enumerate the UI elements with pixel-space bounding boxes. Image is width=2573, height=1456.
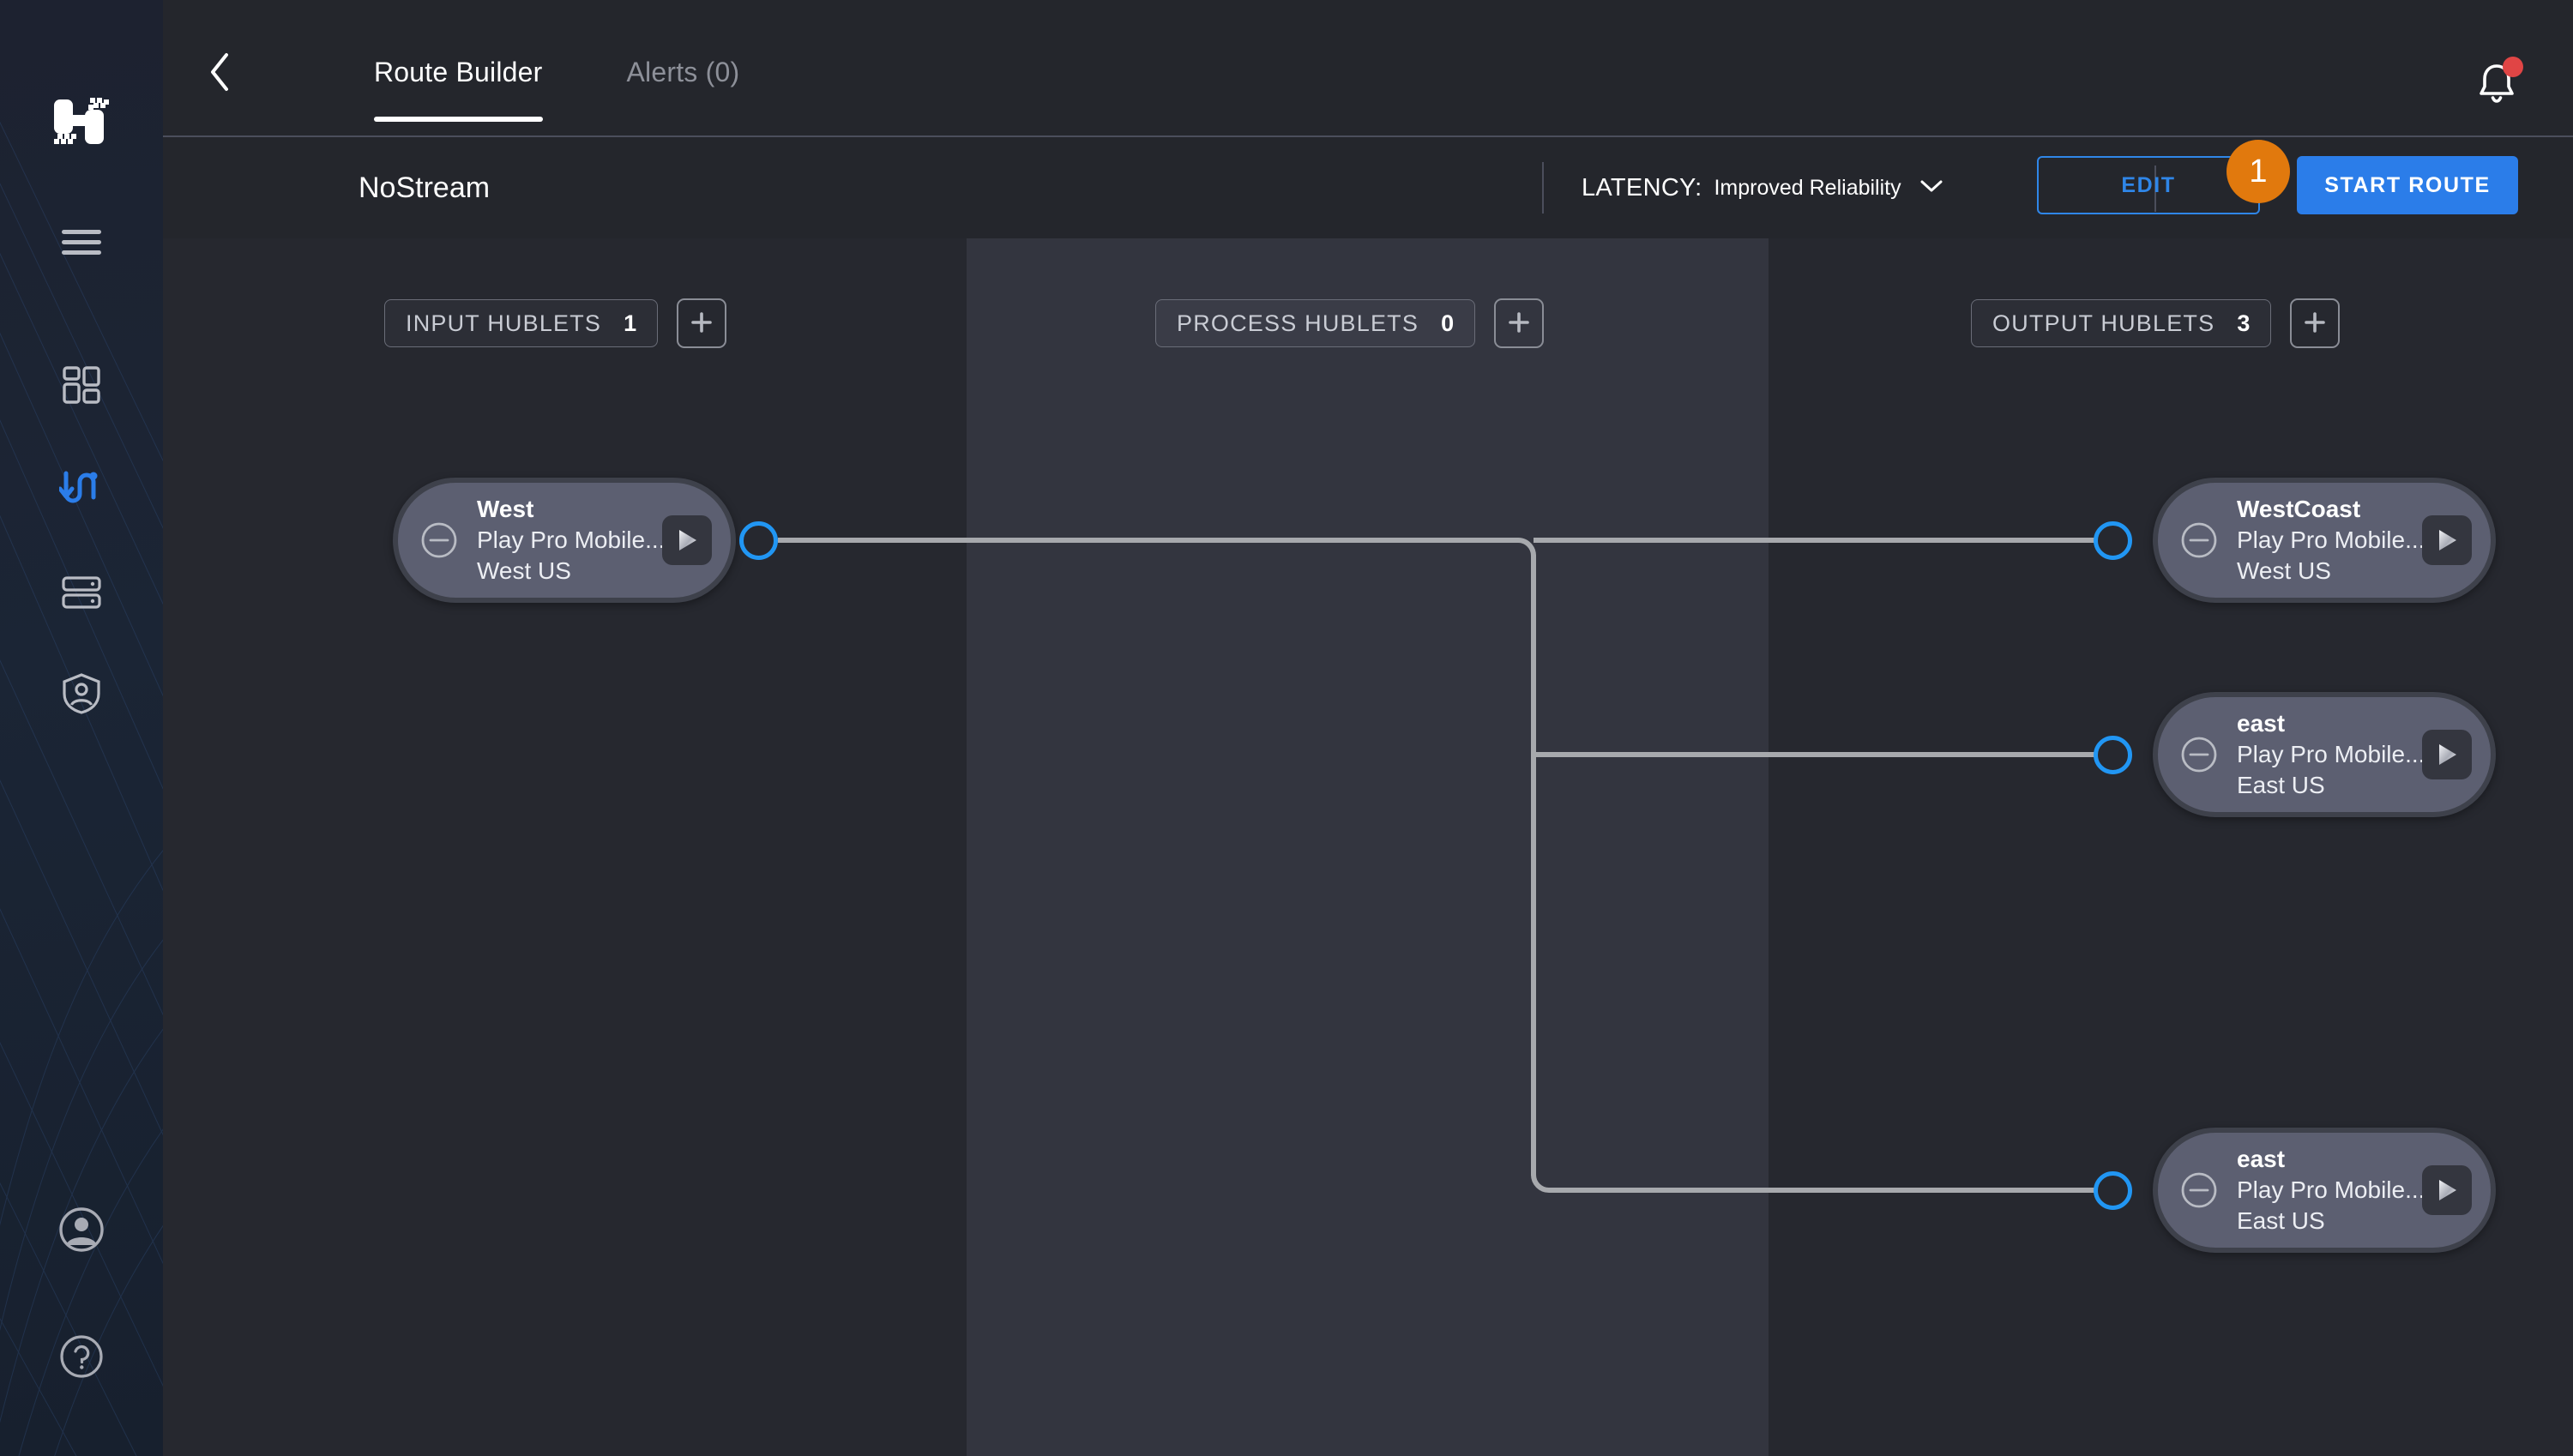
node-text-block: east Play Pro Mobile... East US bbox=[2237, 708, 2425, 800]
output-hublet-node[interactable]: east Play Pro Mobile... East US bbox=[2153, 1128, 2496, 1253]
latency-value: Improved Reliability bbox=[1714, 175, 1901, 200]
latency-selector[interactable]: LATENCY: Improved Reliability bbox=[1542, 162, 1943, 214]
sidebar-item-help[interactable] bbox=[48, 1323, 115, 1390]
minus-circle-icon[interactable] bbox=[2180, 521, 2218, 559]
server-stack-icon bbox=[62, 576, 101, 609]
process-hublets-chip: PROCESS HUBLETS 0 bbox=[1155, 299, 1476, 347]
process-column-background bbox=[967, 238, 1769, 1456]
output-node-3-input-port[interactable] bbox=[2094, 1171, 2132, 1210]
notification-dot bbox=[2503, 57, 2523, 77]
latency-label: LATENCY: bbox=[1582, 173, 1702, 202]
output-node-1-input-port[interactable] bbox=[2094, 521, 2132, 560]
output-column-header: OUTPUT HUBLETS 3 bbox=[1971, 298, 2341, 348]
play-triangle-icon bbox=[662, 515, 712, 565]
stream-toolbar: NoStream LATENCY: Improved Reliability bbox=[163, 137, 2573, 238]
minus-circle-icon[interactable] bbox=[2180, 1171, 2218, 1209]
add-process-hublet-button[interactable] bbox=[1494, 298, 1545, 348]
node-source: Play Pro Mobile... bbox=[2237, 741, 2425, 768]
sidebar-item-menu[interactable] bbox=[48, 209, 115, 276]
node-region: East US bbox=[2237, 771, 2325, 798]
account-circle-icon bbox=[59, 1207, 104, 1252]
bell-icon bbox=[2474, 64, 2520, 110]
tab-alerts[interactable]: Alerts (0) bbox=[626, 57, 740, 87]
node-region: East US bbox=[2237, 1206, 2325, 1234]
add-output-hublet-button[interactable] bbox=[2290, 298, 2341, 348]
node-text-block: WestCoast Play Pro Mobile... West US bbox=[2237, 494, 2425, 586]
plus-icon bbox=[1508, 311, 1530, 336]
input-hublets-chip: INPUT HUBLETS 1 bbox=[384, 299, 659, 347]
edit-button[interactable]: EDIT bbox=[2037, 156, 2260, 214]
play-triangle-icon bbox=[2422, 515, 2472, 565]
node-title: east bbox=[2237, 710, 2286, 737]
node-title: east bbox=[2237, 1146, 2286, 1173]
sidebar-item-account[interactable] bbox=[48, 1196, 115, 1263]
minus-circle-icon[interactable] bbox=[420, 521, 458, 559]
plus-icon bbox=[2304, 311, 2326, 336]
process-hublets-label: PROCESS HUBLETS bbox=[1177, 310, 1419, 336]
input-node-output-port[interactable] bbox=[739, 521, 778, 560]
minus-circle-icon[interactable] bbox=[2180, 736, 2218, 773]
shield-user-icon bbox=[62, 673, 101, 714]
output-hublets-chip: OUTPUT HUBLETS 3 bbox=[1971, 299, 2272, 347]
sidebar-item-routes[interactable] bbox=[48, 454, 115, 521]
sidebar-item-dashboard[interactable] bbox=[48, 352, 115, 418]
hamburger-menu-icon bbox=[62, 228, 101, 257]
tab-route-builder[interactable]: Route Builder bbox=[359, 0, 558, 137]
process-hublets-count: 0 bbox=[1441, 310, 1455, 336]
rail-background-pattern bbox=[0, 121, 163, 1456]
top-header-bar: Route Builder Alerts (0) bbox=[163, 0, 2573, 137]
node-source: Play Pro Mobile... bbox=[2237, 526, 2425, 554]
input-column-header: INPUT HUBLETS 1 bbox=[384, 298, 727, 348]
output-hublet-node[interactable]: WestCoast Play Pro Mobile... West US bbox=[2153, 478, 2496, 603]
node-text-block: east Play Pro Mobile... East US bbox=[2237, 1144, 2425, 1236]
node-region: West US bbox=[477, 557, 571, 584]
output-hublets-label: OUTPUT HUBLETS bbox=[1992, 310, 2215, 336]
back-button[interactable] bbox=[199, 52, 240, 96]
node-title: West bbox=[477, 496, 534, 523]
output-hublets-count: 3 bbox=[2237, 310, 2251, 336]
sidebar-item-servers[interactable] bbox=[48, 559, 115, 626]
add-input-hublet-button[interactable] bbox=[677, 298, 727, 348]
output-hublet-node[interactable]: east Play Pro Mobile... East US bbox=[2153, 692, 2496, 817]
dashboard-grid-icon bbox=[63, 366, 100, 404]
step-badge: 1 bbox=[2227, 140, 2290, 203]
node-title: WestCoast bbox=[2237, 496, 2361, 523]
hublet-logo bbox=[52, 96, 111, 147]
process-column-header: PROCESS HUBLETS 0 bbox=[1155, 298, 1545, 348]
route-canvas: INPUT HUBLETS 1 PROCESS HUBLETS 0 bbox=[163, 238, 2573, 1456]
node-source: Play Pro Mobile... bbox=[477, 526, 666, 554]
help-circle-icon bbox=[60, 1335, 103, 1378]
toolbar-divider bbox=[2154, 165, 2156, 212]
input-hublets-label: INPUT HUBLETS bbox=[406, 310, 602, 336]
chevron-down-icon bbox=[1920, 179, 1943, 197]
play-triangle-icon bbox=[2422, 1165, 2472, 1215]
output-node-2-input-port[interactable] bbox=[2094, 736, 2132, 774]
page-title: NoStream bbox=[359, 171, 491, 204]
left-nav-rail bbox=[0, 0, 163, 1456]
input-hublets-count: 1 bbox=[624, 310, 637, 336]
node-text-block: West Play Pro Mobile... West US bbox=[477, 494, 666, 586]
route-flow-icon bbox=[59, 468, 104, 508]
start-route-button[interactable]: START ROUTE bbox=[2297, 156, 2518, 214]
sidebar-item-security[interactable] bbox=[48, 660, 115, 727]
node-source: Play Pro Mobile... bbox=[2237, 1176, 2425, 1204]
chevron-left-icon bbox=[208, 52, 231, 96]
plus-icon bbox=[690, 311, 713, 336]
header-tabs: Route Builder Alerts (0) bbox=[359, 0, 755, 137]
node-region: West US bbox=[2237, 557, 2331, 584]
play-triangle-icon bbox=[2422, 730, 2472, 779]
input-hublet-node[interactable]: West Play Pro Mobile... West US bbox=[393, 478, 736, 603]
